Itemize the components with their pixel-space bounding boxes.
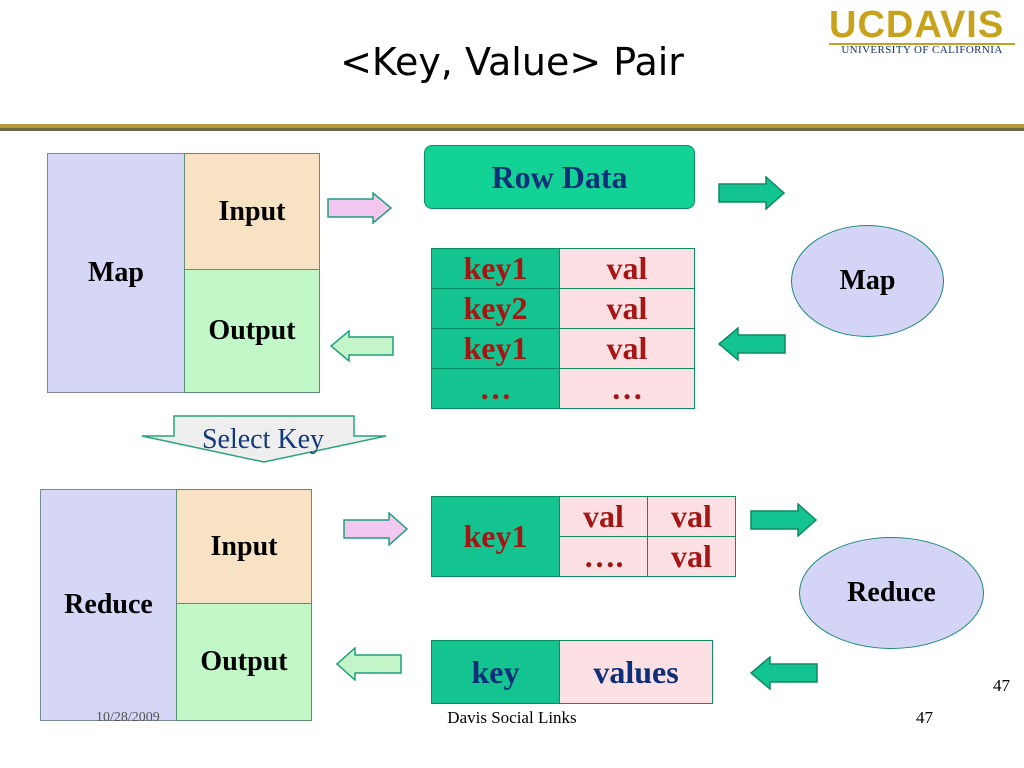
arrow-left-green-top xyxy=(718,327,786,361)
row-data-box: Row Data xyxy=(424,145,695,209)
map-table-key: key1 xyxy=(431,248,560,289)
slide-title: <Key, Value> Pair xyxy=(340,40,684,84)
header-rule-gold xyxy=(0,124,1024,128)
result-table-key: key xyxy=(431,640,560,704)
map-block-output: Output xyxy=(184,269,320,393)
footer-date: 10/28/2009 xyxy=(96,710,160,725)
reduce-block-input: Input xyxy=(176,489,312,604)
arrow-right-pink-bottom xyxy=(343,512,409,546)
footer-title: Davis Social Links xyxy=(447,708,577,727)
result-table-values: values xyxy=(559,640,713,704)
arrow-right-green-bottom xyxy=(750,503,818,537)
map-table-value: val xyxy=(559,328,695,369)
footer-page-number: 47 xyxy=(916,708,933,727)
arrow-left-green-bottom xyxy=(750,656,818,690)
ucdavis-logo-subtitle: UNIVERSITY OF CALIFORNIA xyxy=(841,44,1003,56)
logo-underline xyxy=(829,43,1015,45)
reduce-ellipse: Reduce xyxy=(799,537,984,649)
ucdavis-logo: UCDAVIS xyxy=(829,4,1005,46)
reduce-block-output: Output xyxy=(176,603,312,721)
map-table-key: … xyxy=(431,368,560,409)
map-table-value: val xyxy=(559,248,695,289)
map-block-label: Map xyxy=(47,153,185,393)
map-table-key: key1 xyxy=(431,328,560,369)
reduce-table-value: …. xyxy=(559,536,648,577)
map-table-key: key2 xyxy=(431,288,560,329)
map-ellipse: Map xyxy=(791,225,944,337)
header-rule-dark xyxy=(0,128,1024,131)
slide-corner-number: 47 xyxy=(993,676,1010,695)
arrow-right-pink-top xyxy=(327,192,393,224)
select-key-arrow xyxy=(141,415,387,463)
reduce-table-value: val xyxy=(647,536,736,577)
reduce-block-label: Reduce xyxy=(40,489,177,721)
arrow-left-mint-top xyxy=(330,330,394,362)
select-key-label: Select Key xyxy=(201,424,325,455)
map-table-value: … xyxy=(559,368,695,409)
arrow-left-mint-bottom xyxy=(336,647,402,681)
map-block-input: Input xyxy=(184,153,320,270)
reduce-table-key: key1 xyxy=(431,496,560,577)
map-table-value: val xyxy=(559,288,695,329)
arrow-right-green-top xyxy=(718,176,786,210)
reduce-table-value: val xyxy=(559,496,648,537)
reduce-table-value: val xyxy=(647,496,736,537)
